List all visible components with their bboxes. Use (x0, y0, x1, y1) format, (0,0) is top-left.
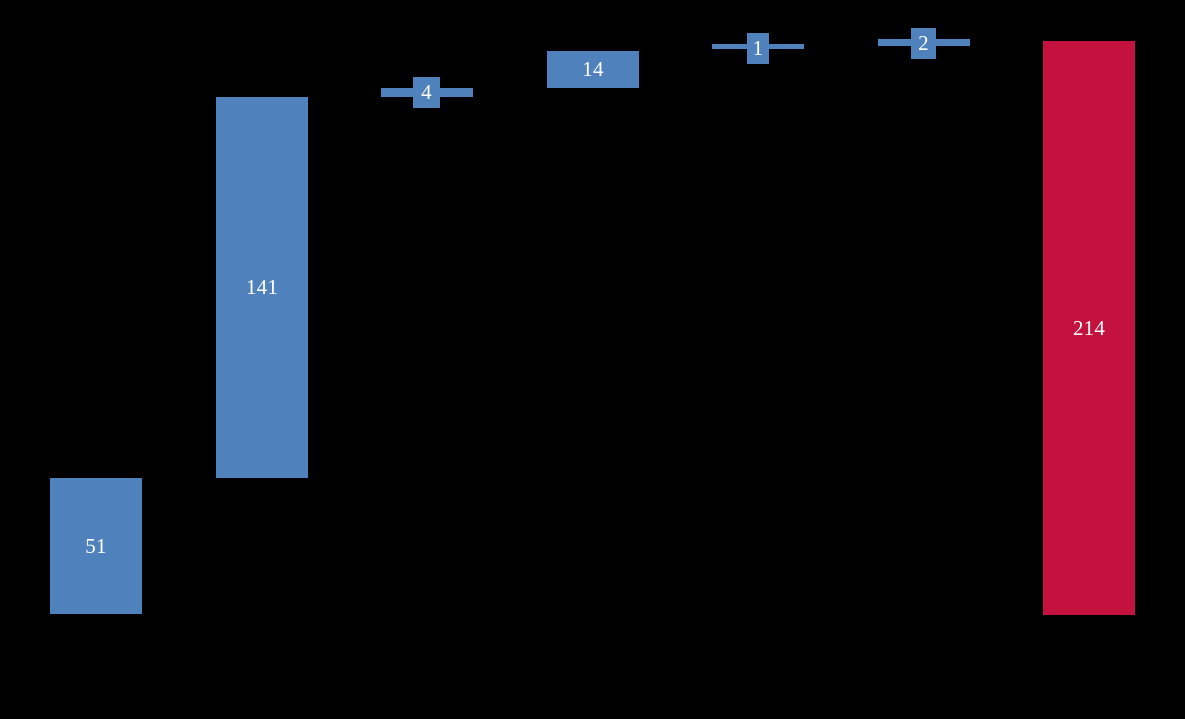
waterfall-bar-2[interactable] (381, 88, 473, 97)
waterfall-bar-5[interactable] (878, 39, 970, 46)
waterfall-bar-3[interactable] (547, 51, 639, 88)
waterfall-bar-1[interactable] (216, 97, 308, 478)
waterfall-bar-0[interactable] (50, 478, 142, 614)
waterfall-bar-4[interactable] (712, 44, 804, 49)
waterfall-bar-6[interactable] (1043, 41, 1135, 615)
